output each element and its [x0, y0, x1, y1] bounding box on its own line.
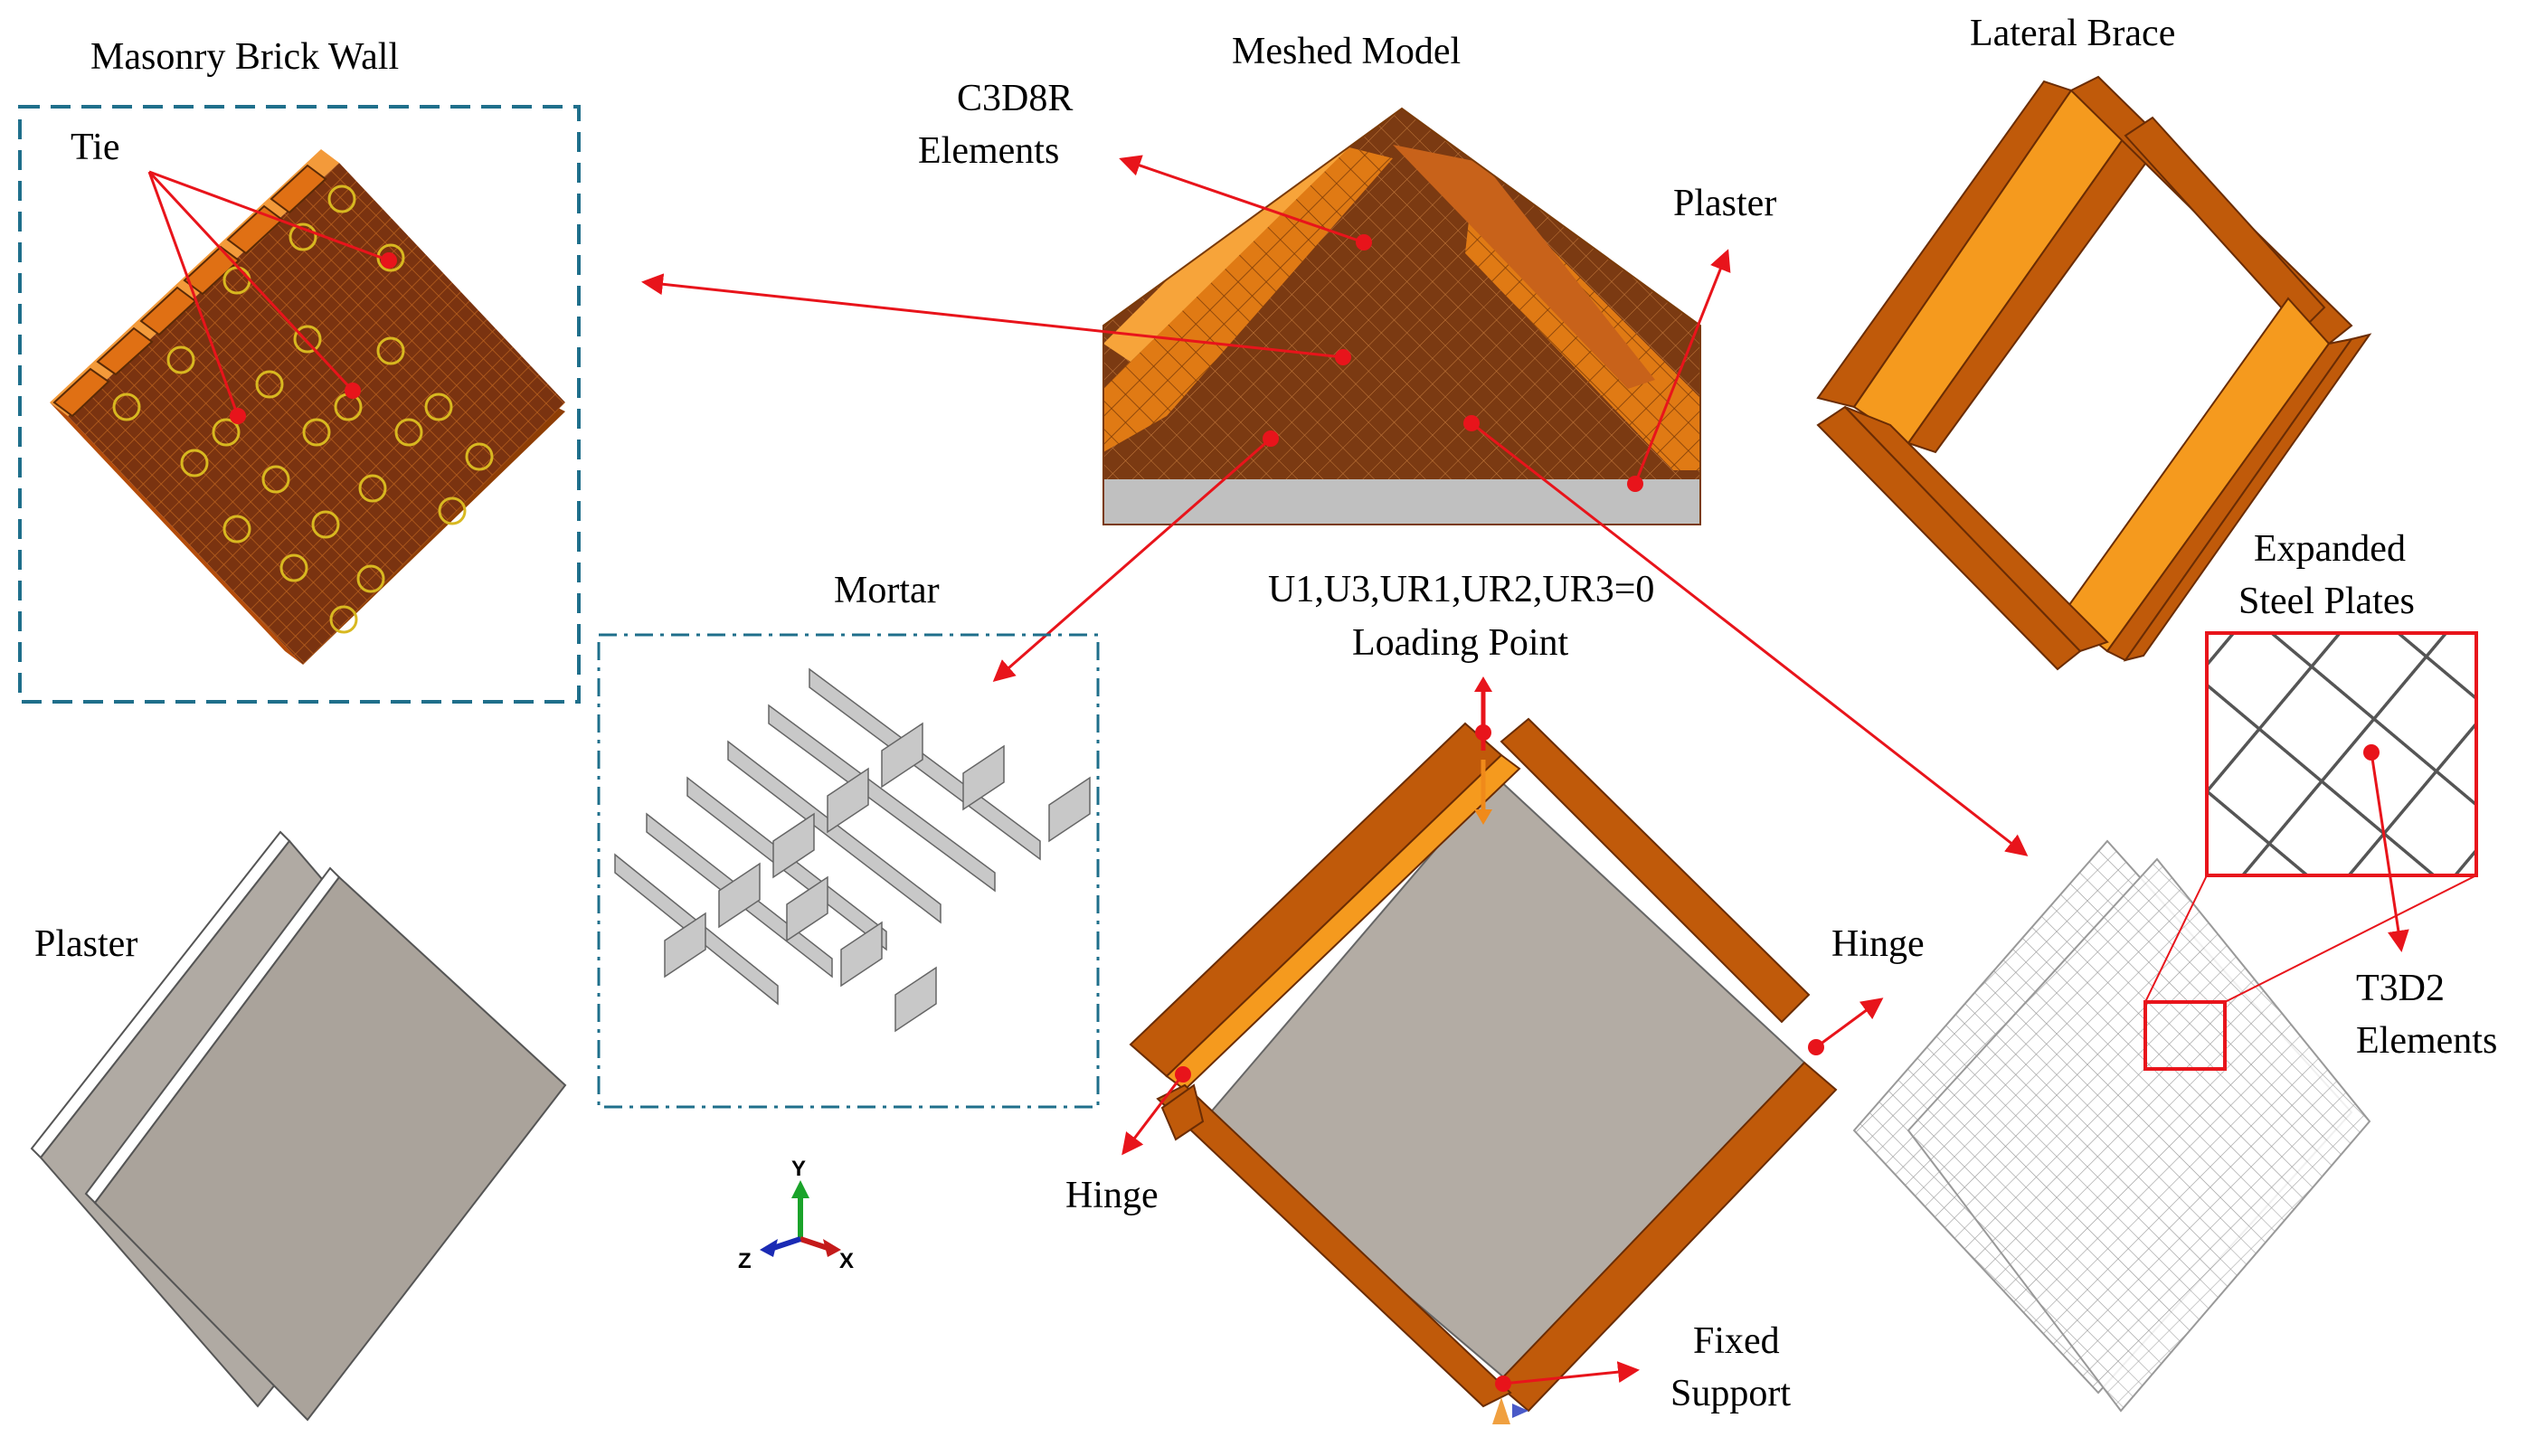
meshed-left-beam [1103, 145, 1393, 452]
wall-face [68, 163, 565, 665]
masonry-brick-wall-title: Masonry Brick Wall [90, 36, 399, 78]
tie-pointers [147, 170, 390, 417]
mortar-title: Mortar [834, 570, 940, 611]
loading-point-label: Loading Point [1352, 622, 1568, 664]
load-arrow-icon [1474, 676, 1492, 825]
mortar-frame [597, 633, 1100, 1109]
masonry-frame [18, 105, 581, 704]
tie-circles [112, 184, 494, 634]
meshed-bottom-plaster [1103, 479, 1700, 525]
t3d2-pointer [2370, 752, 2409, 952]
brace-member-tr-2 [2124, 116, 2326, 332]
meshed-pointer-dots [1263, 234, 1643, 492]
fixed-support-line1: Fixed [1693, 1320, 1780, 1362]
brace-member-br-3 [2123, 333, 2372, 662]
brace-member-bl [1816, 405, 2082, 671]
meshed-model-title: Meshed Model [1232, 31, 1461, 72]
zoom-source-box [2143, 1000, 2227, 1071]
meshed-model-panel: Meshed Model C3D8R Elements Plaster [641, 31, 2029, 856]
axis-x-label: X [839, 1249, 854, 1273]
zoom-connector-left [2144, 875, 2208, 1003]
wall-top-bricks [52, 164, 327, 418]
hinge-right-label: Hinge [1831, 923, 1925, 965]
mortar-panel: Mortar [597, 570, 1100, 1109]
zoom-inset-frame [2205, 631, 2478, 877]
tie-label: Tie [71, 127, 120, 168]
plaster-panel: Plaster [30, 830, 567, 1422]
lateral-brace-title: Lateral Brace [1970, 13, 2175, 54]
brace-member-tl-inner [1852, 89, 2127, 445]
steel-mesh-front [1907, 857, 2371, 1413]
frame-top-right [1500, 717, 1811, 1024]
meshed-top-right-beam [1393, 145, 1655, 389]
assembled-model-panel: U1,U3,UR1,UR2,UR3=0 Loading Point [1065, 569, 1925, 1424]
frame-top-left-light [1165, 753, 1521, 1092]
assembled-pointers [1121, 997, 1884, 1385]
zoom-inset-mesh [2207, 633, 2476, 875]
fixed-support-line2: Support [1670, 1373, 1791, 1414]
plaster-left-label: Plaster [34, 923, 137, 965]
mortar-grid [614, 667, 1091, 1033]
c3d8r-label-line1: C3D8R [957, 78, 1073, 119]
plaster-sheet-front-face [93, 875, 567, 1422]
axis-z-label: Z [738, 1249, 752, 1273]
infill-face [1201, 776, 1806, 1381]
t3d2-label-line1: T3D2 [2356, 968, 2445, 1009]
frame-left-lower [1160, 1083, 1205, 1141]
axis-y-label: Y [791, 1157, 806, 1181]
expanded-steel-panel: Expanded Steel Plates T3D2 Elements [1852, 528, 2497, 1413]
tie-points [230, 252, 397, 424]
lateral-brace-panel: Lateral Brace [1816, 13, 2372, 671]
plaster-top-label: Plaster [1673, 183, 1776, 224]
brace-member-bl-2 [1844, 406, 2109, 653]
axis-triad-icon: Y X Z [738, 1157, 854, 1273]
meshed-pointers [641, 155, 2029, 856]
frame-bottom-left [1156, 1083, 1512, 1408]
hinge-left-label: Hinge [1065, 1175, 1159, 1216]
masonry-brick-wall-panel: Masonry Brick Wall Tie [18, 36, 581, 704]
expanded-steel-line2: Steel Plates [2238, 581, 2415, 622]
t3d2-label-line2: Elements [2356, 1020, 2497, 1062]
wall-side [50, 402, 303, 665]
zoom-connector-right [2224, 875, 2477, 1003]
boundary-condition-label: U1,U3,UR1,UR2,UR3=0 [1268, 569, 1654, 610]
c3d8r-label-line2: Elements [918, 130, 1059, 172]
expanded-steel-line1: Expanded [2254, 528, 2406, 570]
